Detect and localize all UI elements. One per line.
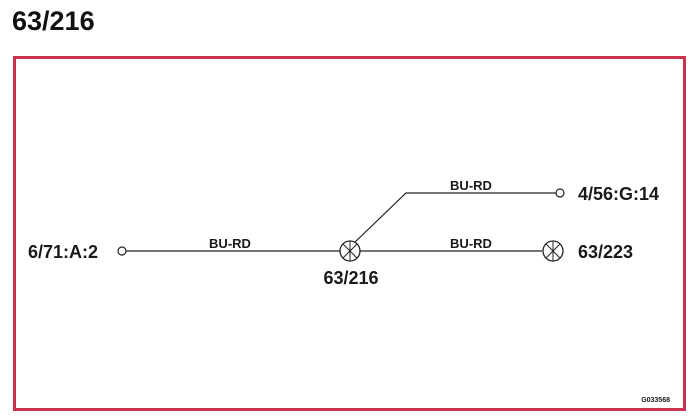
reference-code: G033568 xyxy=(641,397,670,404)
wire-color-label: BU-RD xyxy=(450,178,492,193)
splice-icon xyxy=(339,240,361,262)
page-title: 63/216 xyxy=(12,6,95,36)
wire-color-label: BU-RD xyxy=(209,236,251,251)
splice-icon xyxy=(542,240,564,262)
diagram-frame xyxy=(13,56,686,411)
connector-terminal-icon xyxy=(117,246,127,256)
wire-color-label: BU-RD xyxy=(450,236,492,251)
top-right-connector-label: 4/56:G:14 xyxy=(578,184,659,204)
connector-terminal-icon xyxy=(555,188,565,198)
splice-label: 63/216 xyxy=(323,268,378,288)
right-splice-label: 63/223 xyxy=(578,242,633,262)
wire-upper-branch xyxy=(352,192,556,245)
left-connector-label: 6/71:A:2 xyxy=(28,242,98,262)
